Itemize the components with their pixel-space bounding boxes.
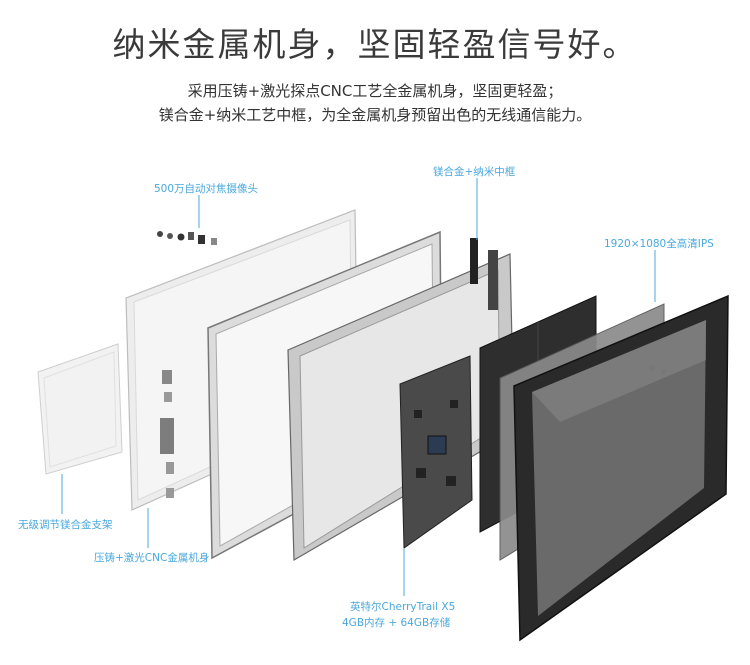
callout-cpu-line1: 英特尔CherryTrail X5 (350, 601, 456, 613)
callout-frame: 镁合金+纳米中框 (433, 166, 516, 178)
callout-body: 压铸+激光CNC金属机身 (94, 552, 210, 564)
subline-2: 镁合金+纳米工艺中框，为全金属机身预留出色的无线通信能力。 (158, 106, 592, 124)
callout-cpu-line2: 4GB内存 + 64GB存储 (342, 617, 451, 629)
subline-1: 采用压铸+激光探点CNC工艺全金属机身，坚固更轻盈； (187, 82, 563, 100)
kickstand-layer (37, 343, 123, 475)
camera-parts (157, 231, 217, 245)
headline: 纳米金属机身，坚固轻盈信号好。 (112, 25, 638, 64)
mainboard-layer (399, 355, 473, 549)
callout-camera: 500万自动对焦摄像头 (154, 183, 259, 195)
callout-lines (61, 178, 656, 596)
callout-kickstand: 无级调节镁合金支架 (18, 519, 113, 531)
callout-display: 1920×1080全高清IPS (604, 238, 714, 250)
front-display-layer (513, 294, 729, 642)
